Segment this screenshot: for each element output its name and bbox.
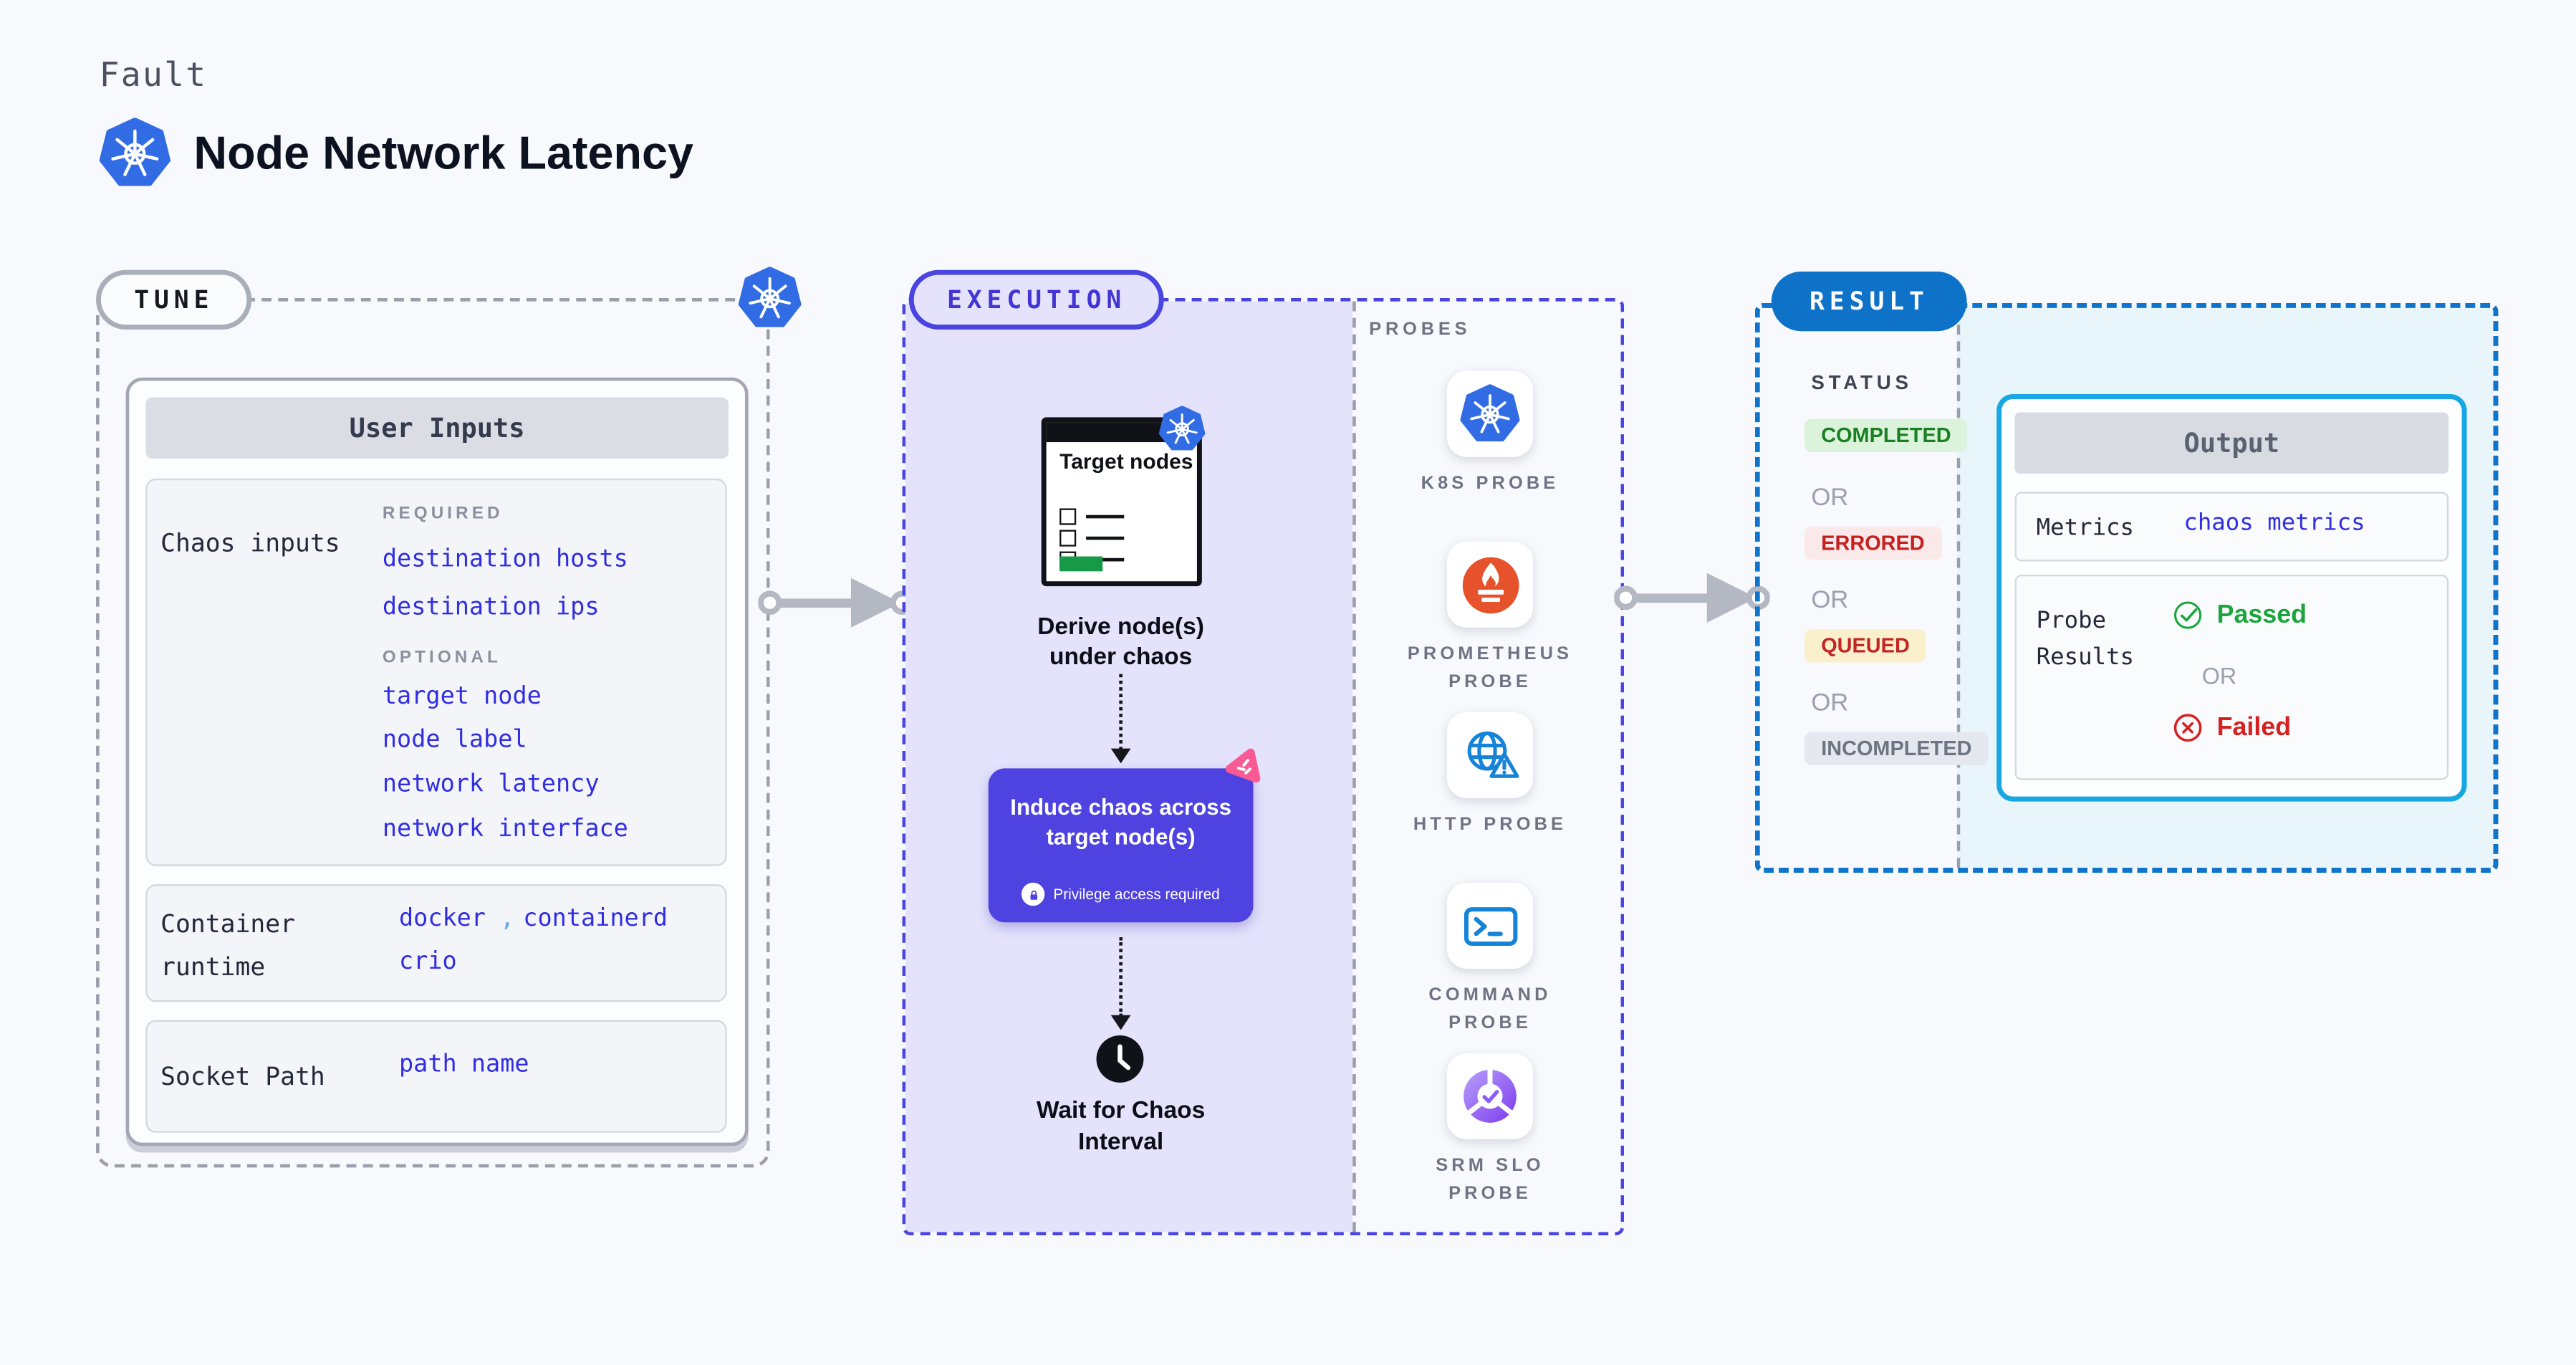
or-separator: OR	[1811, 483, 1849, 512]
induce-chaos-title: Induce chaos across target node(s)	[1010, 795, 1231, 849]
probe-label: COMMAND PROBE	[1428, 985, 1552, 1033]
prometheus-icon	[1459, 554, 1521, 616]
probes-panel	[1352, 301, 1620, 1232]
execution-badge: EXECUTION	[908, 269, 1165, 330]
status-badge-errored: ERRORED	[1804, 526, 1941, 560]
x-circle-icon	[2172, 712, 2203, 744]
srm-slo-probe-card	[1446, 1053, 1534, 1140]
status-badge-queued: QUEUED	[1804, 629, 1926, 663]
status-badge-completed: COMPLETED	[1804, 418, 1968, 452]
container-runtime-row: Container runtime docker , containerd cr…	[145, 884, 727, 1002]
runtime-comma: ,	[499, 906, 515, 933]
input-node-label[interactable]: node label	[382, 727, 527, 754]
metrics-label: Metrics	[2036, 514, 2135, 542]
failed-text: Failed	[2216, 712, 2292, 742]
socket-path-label: Socket Path	[160, 1061, 325, 1092]
required-heading: REQUIRED	[382, 503, 504, 524]
tune-section-border	[96, 297, 770, 1168]
terminal-icon	[1459, 895, 1521, 957]
kubernetes-icon	[739, 267, 802, 330]
passed-result: Passed	[2172, 600, 2307, 631]
input-destination-hosts[interactable]: destination hosts	[382, 546, 628, 573]
target-card-progress-bar	[1059, 556, 1103, 572]
probe-results-label: Probe Results	[2036, 608, 2135, 671]
litmus-chaos-icon	[1225, 745, 1267, 787]
privilege-note-text: Privilege access required	[1053, 886, 1220, 903]
result-badge: RESULT	[1771, 272, 1968, 332]
failed-result: Failed	[2172, 712, 2291, 744]
input-network-interface[interactable]: network interface	[382, 816, 628, 843]
passed-text: Passed	[2216, 600, 2307, 629]
runtime-crio[interactable]: crio	[398, 949, 457, 976]
user-inputs-title: User Inputs	[145, 397, 729, 459]
chaos-inputs-label: Chaos inputs	[160, 528, 340, 558]
arrow-execution-to-result	[1614, 570, 1769, 626]
slo-donut-check-icon	[1458, 1065, 1522, 1128]
input-destination-ips[interactable]: destination ips	[382, 594, 600, 621]
metrics-value[interactable]: chaos metrics	[2183, 509, 2365, 537]
privilege-note: Privilege access required	[1022, 882, 1220, 906]
input-target-node[interactable]: target node	[382, 684, 542, 711]
probe-results-row: Probe Results Passed OR Failed	[2014, 574, 2449, 780]
check-circle-icon	[2172, 600, 2203, 631]
prometheus-probe-card	[1446, 541, 1534, 628]
probe-label: SRM SLO PROBE	[1436, 1156, 1544, 1204]
kubernetes-icon	[100, 118, 170, 188]
chaos-inputs-row: Chaos inputs REQUIRED destination hosts …	[145, 478, 727, 866]
runtime-docker[interactable]: docker	[398, 906, 486, 933]
fault-eyebrow: Fault	[99, 54, 208, 95]
runtime-containerd[interactable]: containerd	[523, 906, 668, 933]
step-wait-interval: Wait for Chaos Interval	[1037, 1098, 1206, 1156]
or-separator: OR	[1811, 586, 1849, 615]
probe-label: K8S PROBE	[1421, 473, 1559, 494]
flow-arrowhead	[1110, 748, 1131, 764]
or-separator: OR	[1811, 689, 1849, 717]
socket-path-row: Socket Path path name	[145, 1020, 727, 1133]
kubernetes-icon	[1460, 384, 1519, 444]
clock-icon	[1095, 1033, 1146, 1085]
k8s-probe-card	[1446, 370, 1534, 457]
lock-icon	[1022, 882, 1045, 906]
socket-path-value[interactable]: path name	[398, 1051, 529, 1078]
command-probe-card	[1446, 882, 1534, 969]
kubernetes-icon	[1159, 406, 1206, 452]
step-derive-nodes: Derive node(s) under chaos	[1037, 614, 1205, 671]
http-probe-card	[1446, 712, 1534, 798]
flow-arrow-down	[1119, 937, 1123, 1017]
checkbox-row	[1059, 530, 1125, 547]
or-separator: OR	[2201, 662, 2237, 689]
output-title: Output	[2014, 412, 2449, 474]
page-title: Node Network Latency	[193, 127, 694, 179]
checkbox-row	[1059, 508, 1125, 525]
probes-heading: PROBES	[1369, 320, 1471, 340]
status-badge-incompleted: INCOMPLETED	[1804, 732, 1989, 765]
optional-heading: OPTIONAL	[382, 647, 501, 668]
container-runtime-label: Container runtime	[160, 909, 296, 982]
induce-chaos-card: Induce chaos across target node(s) Privi…	[988, 768, 1254, 923]
tune-badge: TUNE	[96, 269, 252, 330]
input-network-latency[interactable]: network latency	[382, 771, 600, 798]
probe-label: PROMETHEUS PROBE	[1407, 644, 1573, 691]
status-heading: STATUS	[1811, 370, 1913, 395]
metrics-row: Metrics chaos metrics	[2014, 492, 2449, 562]
arrow-tune-to-execution	[758, 575, 913, 631]
flow-arrowhead	[1110, 1015, 1131, 1030]
target-nodes-title: Target nodes	[1059, 449, 1193, 474]
flow-arrow-down	[1119, 674, 1123, 750]
output-card: Output Metrics chaos metrics Probe Resul…	[1996, 394, 2467, 802]
probe-label: HTTP PROBE	[1413, 815, 1567, 835]
globe-warning-icon	[1459, 724, 1521, 786]
